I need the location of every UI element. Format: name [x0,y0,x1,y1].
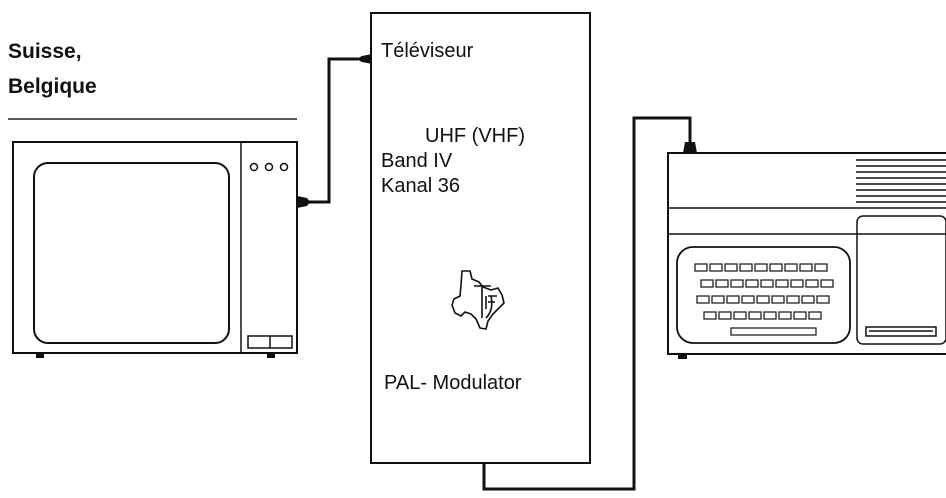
modulator-box [370,12,591,464]
computer-cable [482,116,697,491]
television-icon [12,141,298,358]
band-line: Band IV [381,150,453,172]
texas-instruments-logo [451,270,505,330]
tv-cable [297,54,372,208]
region-label-line-1: Suisse, [8,40,82,63]
tv-port-label: Téléviseur [381,40,474,62]
region-label-line-2: Belgique [8,75,97,98]
home-computer-icon [667,152,946,359]
modulator-name: PAL- Modulator [384,372,522,394]
band-title: UHF (VHF) [425,125,525,147]
channel-line: Kanal 36 [381,175,460,197]
